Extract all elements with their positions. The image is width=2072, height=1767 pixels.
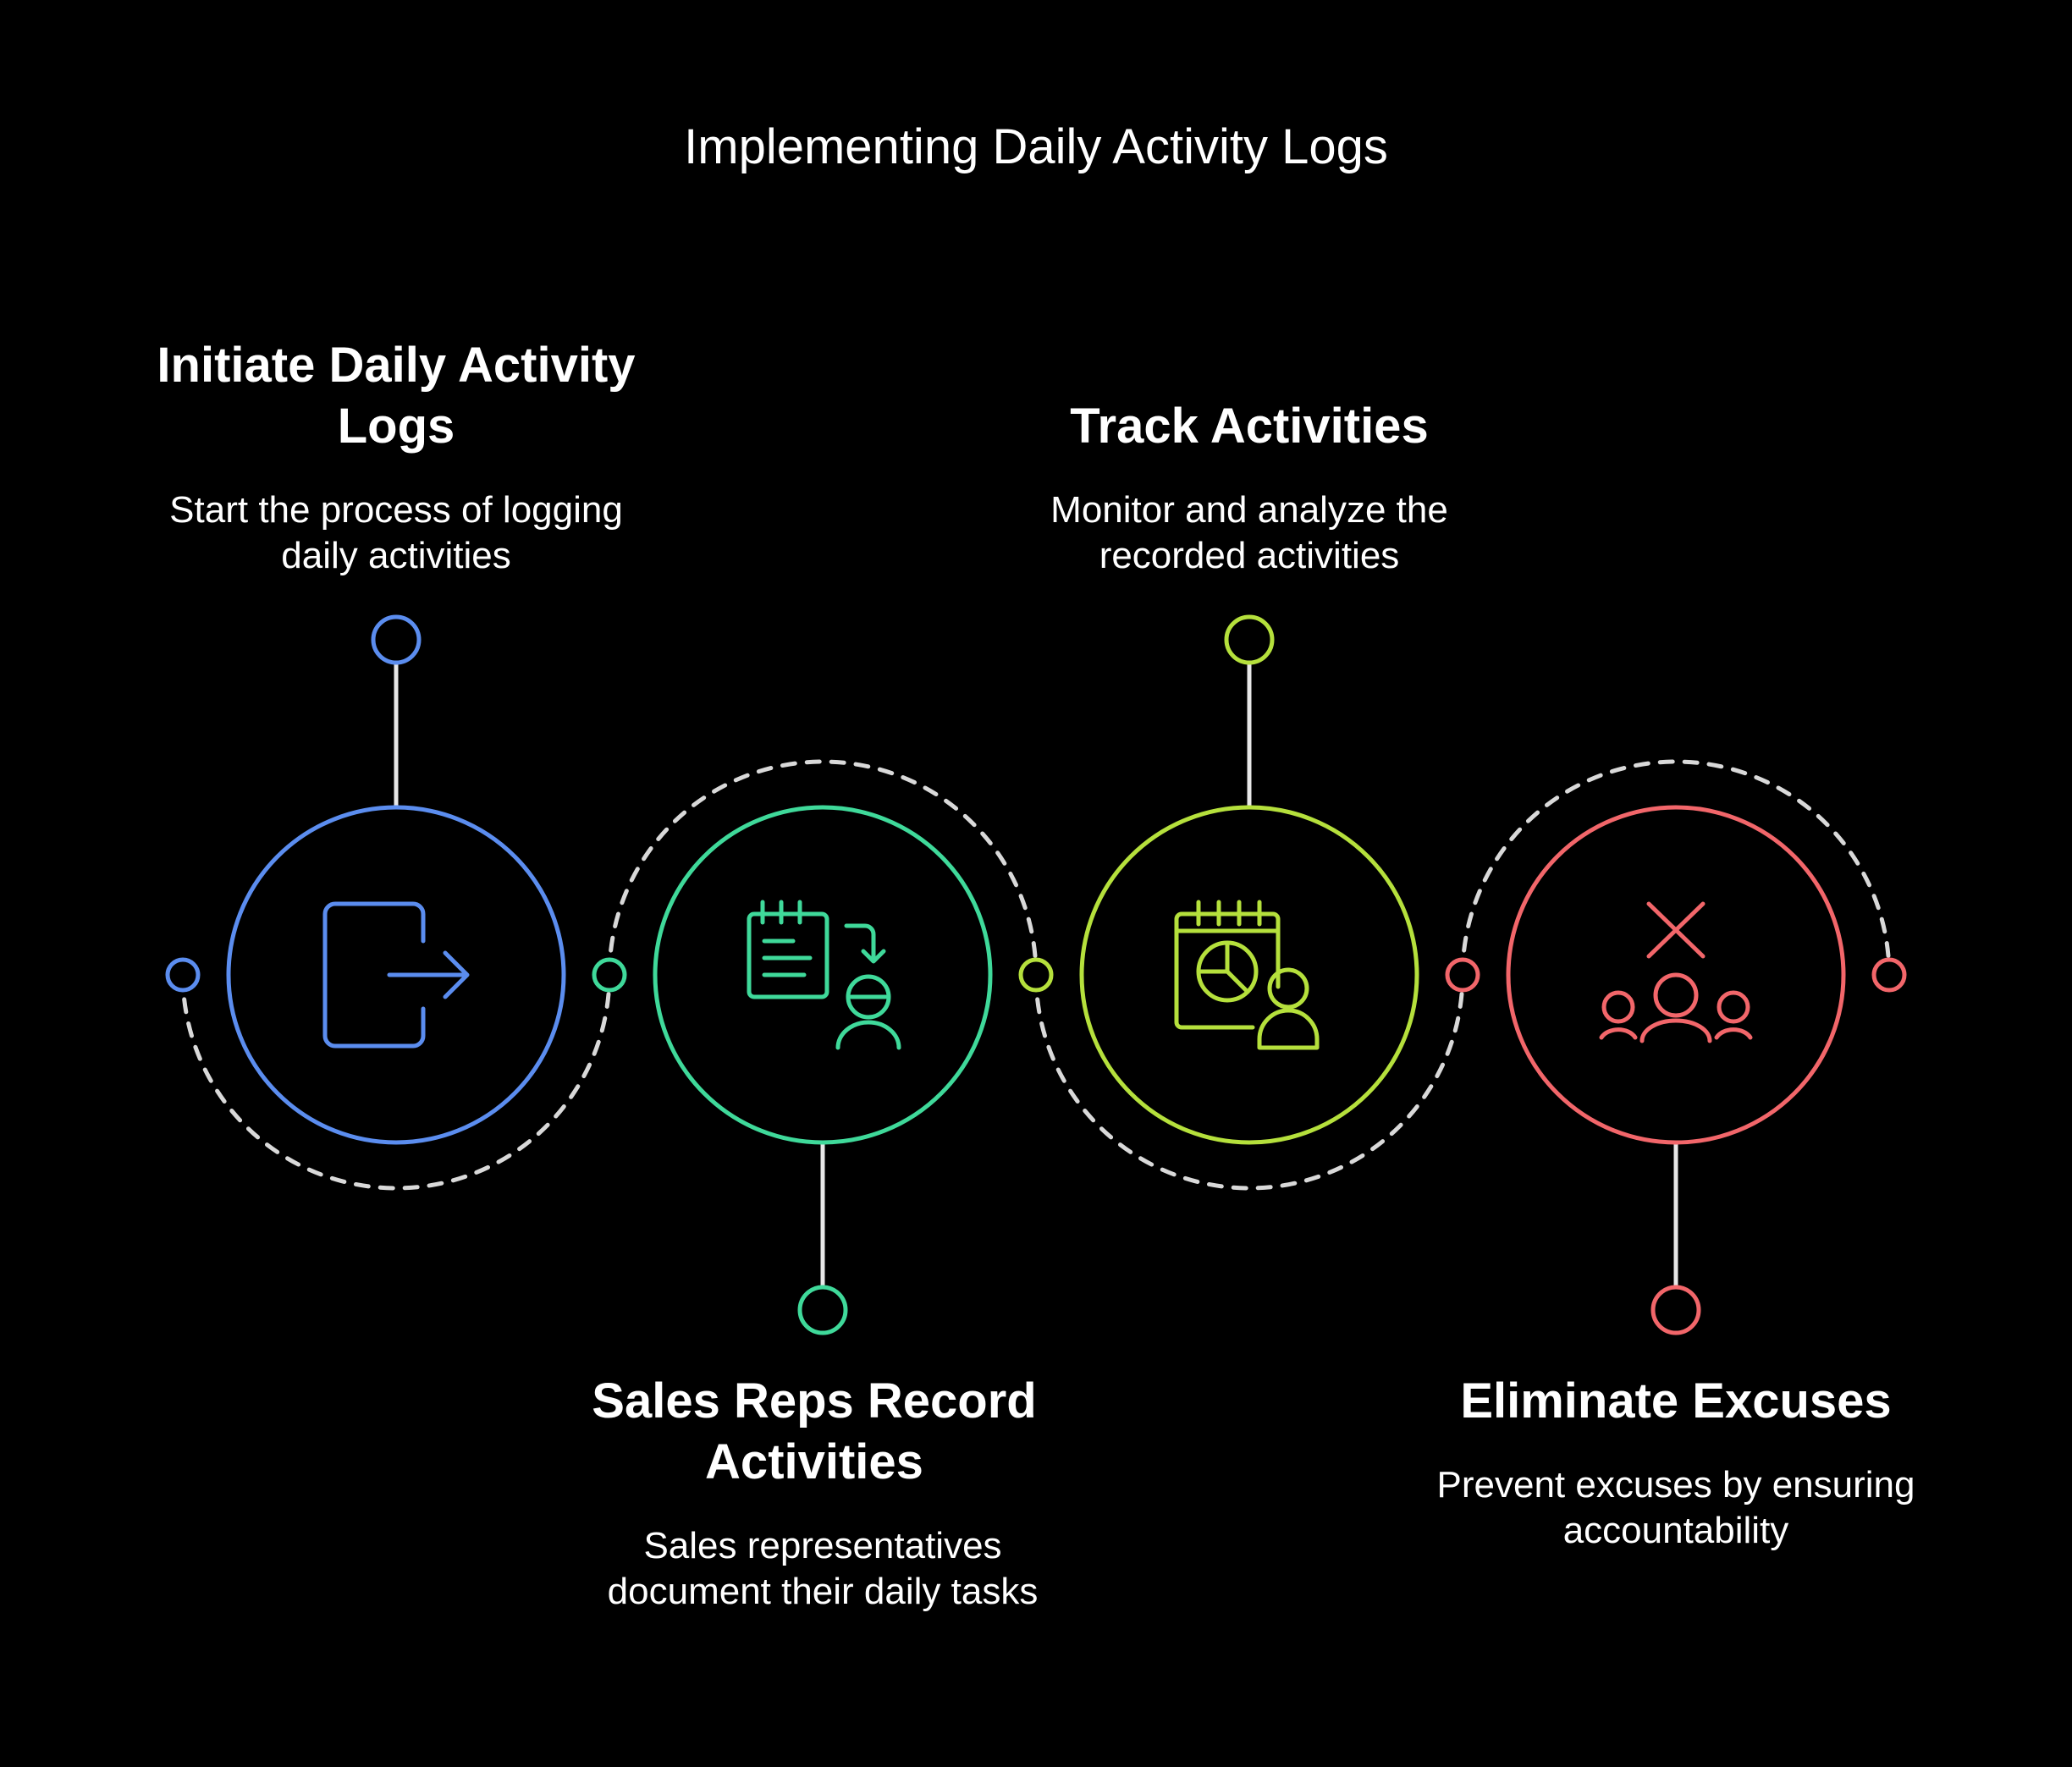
dashed-arc-1 bbox=[180, 972, 612, 1191]
step-3-heading: Track Activities bbox=[1070, 399, 1429, 454]
step-2-description: Sales representatives document their dai… bbox=[607, 1525, 1039, 1612]
step-4-heading: Eliminate Excuses bbox=[1460, 1373, 1892, 1428]
dashed-arc-3 bbox=[1033, 972, 1465, 1191]
path-dot-4 bbox=[1445, 957, 1480, 993]
dashed-arc-4 bbox=[1460, 759, 1892, 977]
diagram-title: Implementing Daily Activity Logs bbox=[684, 119, 1388, 174]
cross-team-icon bbox=[1599, 901, 1753, 1043]
notepad-record-person-icon bbox=[747, 900, 901, 1050]
step-circle-3 bbox=[1079, 805, 1419, 1145]
step-2-heading: Sales Reps Record Activities bbox=[592, 1373, 1037, 1489]
node-dot-1-end bbox=[371, 614, 422, 665]
path-dot-3 bbox=[1018, 957, 1054, 993]
path-dot-1 bbox=[165, 957, 201, 993]
exit-door-arrow-icon bbox=[322, 901, 470, 1049]
calendar-chart-person-icon bbox=[1174, 900, 1320, 1050]
step-circle-2 bbox=[653, 805, 993, 1145]
node-dot-3-end bbox=[1224, 614, 1275, 665]
step-3-description: Monitor and analyze the recorded activit… bbox=[1050, 489, 1448, 576]
dashed-arc-2 bbox=[607, 759, 1039, 977]
node-dot-4-end bbox=[1650, 1285, 1701, 1335]
step-1-description: Start the process of logging daily activ… bbox=[169, 489, 623, 576]
path-dot-2 bbox=[592, 957, 627, 993]
path-dot-5 bbox=[1871, 957, 1907, 993]
node-dot-2-end bbox=[797, 1285, 848, 1335]
step-1-heading: Initiate Daily Activity Logs bbox=[157, 338, 636, 454]
step-4-description: Prevent excuses by ensuring accountabili… bbox=[1436, 1464, 1915, 1551]
